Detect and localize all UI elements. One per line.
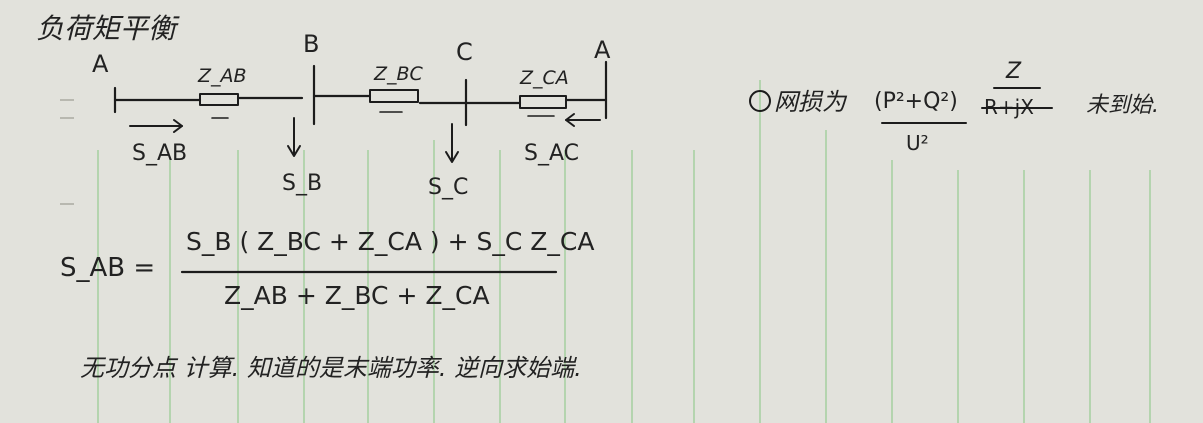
arrow-s-ac	[565, 113, 601, 127]
loss-suffix: 未到始.	[1086, 93, 1159, 118]
impedance-ab: Z_AB	[197, 65, 247, 119]
ruling-lines	[97, 80, 1151, 423]
impedance-ca-label: Z_CA	[519, 67, 569, 89]
node-a-left: A	[92, 50, 109, 78]
formula-lhs: S_AB =	[60, 253, 155, 283]
binding-marks	[60, 99, 74, 205]
impedance-ca: Z_CA	[519, 67, 569, 117]
ring-network-line	[113, 60, 608, 127]
power-s-ac: S_AC	[524, 141, 579, 166]
impedance-ab-label: Z_AB	[197, 65, 247, 87]
node-b: B	[303, 30, 319, 58]
bottom-note: 无功分点 计算. 知道的是末端功率. 逆向求始端.	[80, 354, 582, 382]
impedance-bc-label: Z_BC	[373, 63, 424, 85]
formula-denominator: Z_AB + Z_BC + Z_CA	[224, 281, 490, 310]
formula-numerator: S_B ( Z_BC + Z_CA ) + S_C Z_CA	[186, 227, 594, 256]
loss-z-symbol: Z	[1005, 59, 1022, 84]
load-moment-formula: S_AB = S_B ( Z_BC + Z_CA ) + S_C Z_CA Z_…	[60, 227, 594, 310]
power-s-b: S_B	[282, 171, 322, 196]
node-c: C	[456, 38, 473, 66]
power-s-ab: S_AB	[132, 141, 187, 166]
power-s-c: S_C	[428, 175, 468, 200]
loss-prefix: 网损为	[774, 88, 848, 116]
load-arrow-b	[287, 117, 301, 157]
arrow-s-ab	[129, 119, 183, 133]
load-arrow-c	[445, 123, 459, 163]
page-title: 负荷矩平衡	[36, 12, 180, 45]
node-a-right: A	[594, 36, 611, 64]
loss-denominator: U²	[906, 131, 929, 155]
impedance-bc: Z_BC	[369, 63, 424, 113]
loss-numerator: (P²+Q²)	[874, 89, 958, 114]
network-loss-note: 网损为 (P²+Q²) U² Z R+jX 未到始.	[749, 59, 1159, 155]
